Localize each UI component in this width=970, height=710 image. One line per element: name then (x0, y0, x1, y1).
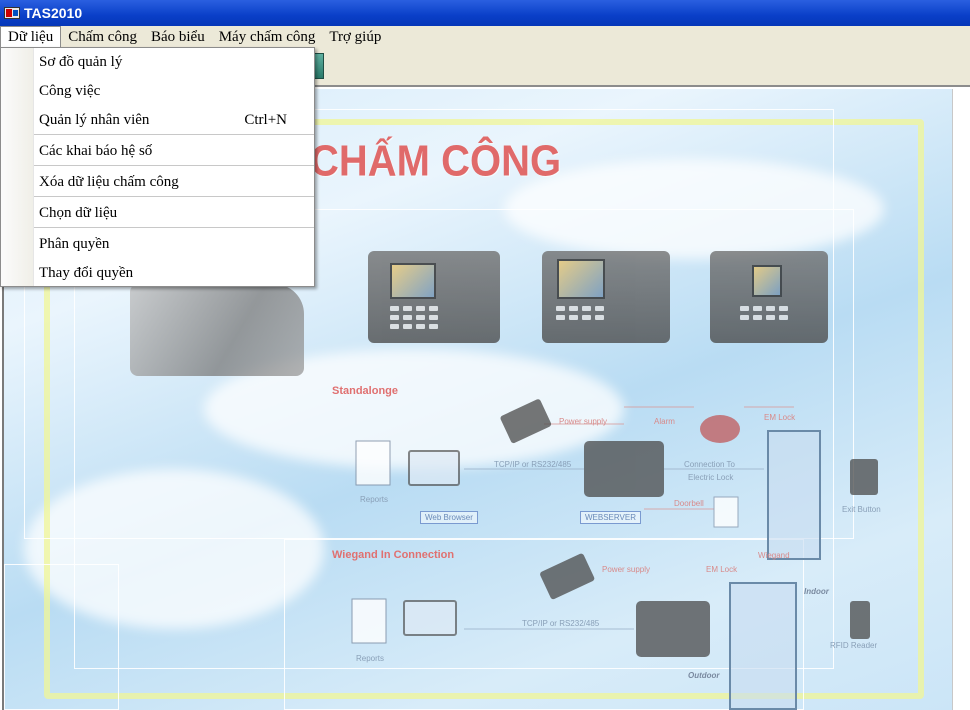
menu-item-cong-viec[interactable]: Công việc (39, 83, 101, 99)
face-time-device (710, 251, 828, 343)
menu-item-so-do-quan-ly[interactable]: Sơ đồ quản lý (39, 54, 123, 70)
right-panel-edge (952, 89, 970, 710)
menu-gutter (1, 48, 34, 286)
em-lock-label: EM Lock (764, 413, 796, 422)
menu-du-lieu[interactable]: Dữ liệu (0, 26, 62, 47)
du-lieu-dropdown-menu: Sơ đồ quản lý Công việc Quản lý nhân viê… (0, 47, 315, 287)
menu-bar: Dữ liệu Chấm công Báo biểu Máy chấm công… (0, 26, 970, 47)
menu-cham-cong[interactable]: Chấm công (68, 28, 137, 45)
time-clock-device (368, 251, 500, 343)
power-supply-label: Power supply (559, 417, 608, 426)
alarm-label: Alarm (654, 417, 675, 426)
diagram-lines (351, 399, 878, 710)
app-icon (4, 7, 20, 19)
outdoor-label: Outdoor (688, 671, 720, 680)
wiegand-tcpip-label: TCP/IP or RS232/485 (522, 619, 600, 628)
wiegand-heading: Wiegand In Connection (332, 549, 455, 561)
menu-item-xoa-du-lieu-cham-cong[interactable]: Xóa dữ liệu chấm công (39, 174, 179, 190)
wiegand-label: Wiegand (758, 551, 790, 560)
wiegand-power-supply-label: Power supply (602, 565, 651, 574)
banner-title: CHẤM CÔNG (310, 136, 562, 186)
doorbell-label: Doorbell (674, 499, 704, 508)
indoor-label: Indoor (804, 587, 829, 596)
electric-lock-label: Electric Lock (688, 473, 734, 482)
tcpip-label: TCP/IP or RS232/485 (494, 460, 572, 469)
menu-item-chon-du-lieu[interactable]: Chọn dữ liệu (39, 205, 118, 221)
exit-button-label: Exit Button (842, 505, 881, 514)
standalone-heading: Standalonge (332, 385, 399, 397)
menu-item-thay-doi-quyen[interactable]: Thay đổi quyền (39, 265, 134, 281)
menu-item-quan-ly-nhan-vien[interactable]: Quản lý nhân viên Ctrl+N (39, 109, 311, 131)
wiegand-reports-label: Reports (356, 654, 385, 663)
menu-separator (34, 134, 314, 135)
connection-label: Connection To (684, 460, 735, 469)
face-reader-device (130, 284, 304, 376)
webserver-label: WEBSERVER (580, 511, 641, 524)
fingerprint-device (542, 251, 670, 343)
menu-may-cham-cong[interactable]: Máy chấm công (218, 28, 316, 45)
menu-bao-bieu[interactable]: Báo biểu (150, 28, 205, 45)
wiegand-em-lock-label: EM Lock (706, 565, 738, 574)
shortcut-ctrl-n: Ctrl+N (244, 112, 287, 128)
title-bar: TAS2010 (0, 0, 970, 26)
decorative-frame (74, 109, 834, 669)
menu-item-cac-khai-bao-he-so[interactable]: Các khai báo hệ số (39, 143, 153, 159)
rfid-reader-label: RFID Reader (830, 641, 878, 650)
menu-item-phan-quyen[interactable]: Phân quyền (39, 236, 110, 252)
web-browser-label: Web Browser (420, 511, 478, 524)
menu-tro-giup[interactable]: Trợ giúp (329, 28, 382, 45)
window-title: TAS2010 (24, 5, 83, 21)
decorative-frame (24, 209, 854, 539)
reports-label: Reports (360, 495, 389, 504)
menu-separator (34, 165, 314, 166)
menu-separator (34, 196, 314, 197)
menu-separator (34, 227, 314, 228)
decorative-frame (44, 119, 924, 699)
